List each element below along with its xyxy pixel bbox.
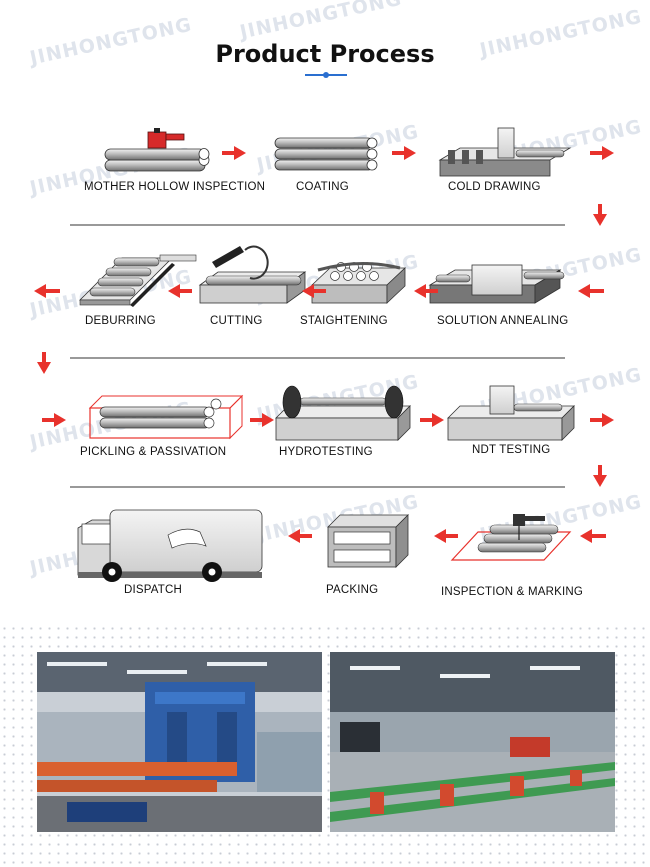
deburring-icon: [79, 254, 197, 307]
step-label-ndt-testing: NDT TESTING: [472, 444, 551, 456]
step-label-dispatch: DISPATCH: [124, 584, 183, 596]
step-label-coating: COATING: [296, 181, 349, 193]
arrow-left: [580, 529, 606, 543]
process-flow-diagram: [34, 127, 614, 582]
ndt-testing-icon: [447, 385, 575, 441]
arrow-right: [42, 413, 66, 427]
flow-arrows: [34, 146, 614, 543]
dispatch-truck-icon: [77, 509, 263, 582]
arrow-left: [414, 284, 438, 298]
pickling-passivation-icon: [88, 394, 244, 440]
solution-annealing-icon: [428, 264, 565, 304]
mother-hollow-inspection-icon: [104, 128, 210, 172]
step-label-straightening: STAIGHTENING: [300, 315, 388, 327]
arrow-left: [34, 284, 60, 298]
inspection-marking-icon: [450, 514, 572, 561]
arrow-down: [37, 352, 51, 374]
cold-drawing-icon: [438, 127, 572, 177]
factory-photo-strip: [0, 624, 650, 867]
step-label-packing: PACKING: [326, 584, 379, 596]
step-label-solution-annealing: SOLUTION ANNEALING: [437, 315, 569, 327]
arrow-right: [392, 146, 416, 160]
arrow-left: [434, 529, 458, 543]
packing-icon: [327, 514, 409, 568]
arrow-down: [593, 204, 607, 226]
coating-icon: [274, 137, 378, 171]
arrow-left: [288, 529, 312, 543]
page-title: Product Process: [215, 40, 435, 68]
step-label-cutting: CUTTING: [210, 315, 263, 327]
arrow-left: [302, 284, 326, 298]
title-underline-dot: [323, 72, 329, 78]
step-label-mother-hollow-inspection: MOTHER HOLLOW INSPECTION: [84, 181, 266, 193]
step-label-cold-drawing: COLD DRAWING: [448, 181, 541, 193]
arrow-right: [420, 413, 444, 427]
arrow-left: [168, 284, 192, 298]
step-label-pickling-passivation: PICKLING & PASSIVATION: [80, 446, 227, 458]
arrow-right: [590, 413, 614, 427]
step-label-hydrotesting: HYDROTESTING: [279, 446, 373, 458]
factory-pipe-conveyor-line-photo: [330, 652, 615, 832]
hydrotesting-icon: [275, 385, 411, 441]
step-label-inspection-marking: INSPECTION & MARKING: [441, 586, 584, 598]
arrow-right: [590, 146, 614, 160]
arrow-left: [578, 284, 604, 298]
factory-cold-drawing-machine-photo: [37, 652, 322, 832]
cutting-icon: [198, 245, 307, 304]
arrow-right: [222, 146, 246, 160]
straightening-icon: [310, 262, 407, 304]
step-label-deburring: DEBURRING: [85, 315, 156, 327]
arrow-down: [593, 465, 607, 487]
arrow-right: [250, 413, 274, 427]
